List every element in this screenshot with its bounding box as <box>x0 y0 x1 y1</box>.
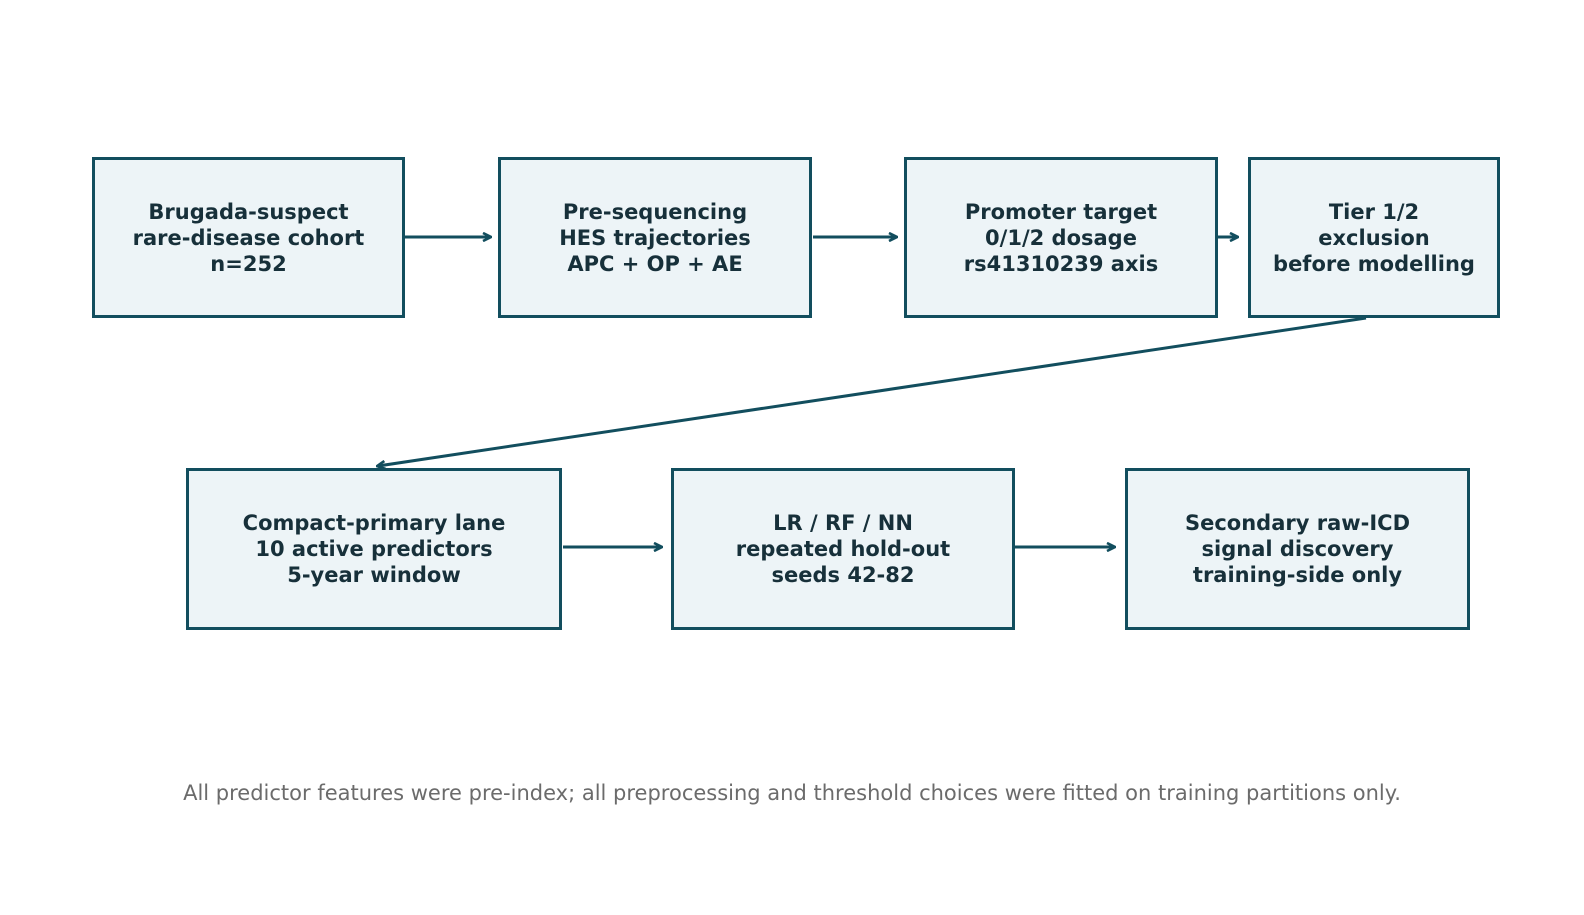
node-hes: Pre-sequencing HES trajectories APC + OP… <box>498 157 812 318</box>
node-hes-line-2: HES trajectories <box>559 225 751 250</box>
node-tier: Tier 1/2 exclusion before modelling <box>1248 157 1500 318</box>
node-hes-line-3: APC + OP + AE <box>567 251 743 276</box>
node-secondary: Secondary raw-ICD signal discovery train… <box>1125 468 1470 630</box>
node-cohort-line-1: Brugada-suspect <box>148 199 349 224</box>
node-secondary-line-3: training-side only <box>1192 563 1403 587</box>
node-cohort-line-3: n=252 <box>210 251 287 276</box>
node-tier-line-2: exclusion <box>1318 225 1430 250</box>
node-cohort-line-2: rare-disease cohort <box>132 225 365 250</box>
node-cohort: Brugada-suspect rare-disease cohort n=25… <box>92 157 405 318</box>
node-compact-line-3: 5-year window <box>287 563 461 587</box>
node-promoter-line-2: 0/1/2 dosage <box>985 225 1137 250</box>
node-models: LR / RF / NN repeated hold-out seeds 42-… <box>671 468 1015 630</box>
node-promoter-line-3: rs41310239 axis <box>963 251 1159 276</box>
node-secondary-line-1: Secondary raw-ICD <box>1184 511 1411 535</box>
diagram-caption: All predictor features were pre-index; a… <box>183 781 1401 805</box>
node-compact-line-2: 10 active predictors <box>255 537 493 561</box>
node-models-line-2: repeated hold-out <box>735 537 951 561</box>
node-models-line-3: seeds 42-82 <box>771 563 915 587</box>
node-compact: Compact-primary lane 10 active predictor… <box>186 468 562 630</box>
node-tier-line-3: before modelling <box>1273 251 1475 276</box>
node-compact-line-1: Compact-primary lane <box>242 511 506 535</box>
node-secondary-line-2: signal discovery <box>1201 537 1394 561</box>
node-hes-line-1: Pre-sequencing <box>562 199 748 224</box>
node-tier-line-1: Tier 1/2 <box>1328 199 1420 224</box>
node-models-line-1: LR / RF / NN <box>773 511 913 535</box>
node-promoter-line-1: Promoter target <box>964 199 1158 224</box>
edge-tier-to-compact <box>378 316 1367 466</box>
node-promoter: Promoter target 0/1/2 dosage rs41310239 … <box>904 157 1218 318</box>
